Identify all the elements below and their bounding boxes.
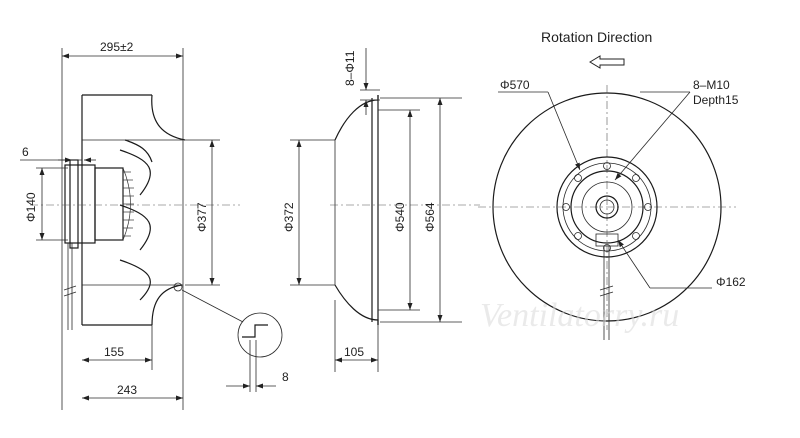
side-view: [20, 48, 283, 410]
detail-circle: [237, 312, 283, 358]
dim-inlet-outer-diameter: Φ564: [423, 202, 437, 232]
dim-pcd: Φ540: [393, 202, 407, 232]
rotation-arrow-icon: [589, 55, 625, 69]
dim-mounting-holes: 8–Φ11: [343, 50, 357, 86]
dim-outer-diameter: Φ570: [500, 78, 530, 92]
dim-flange: 6: [22, 145, 29, 159]
rotation-direction-label: Rotation Direction: [541, 29, 652, 45]
dim-motor-diameter: Φ140: [24, 192, 38, 222]
dim-depth-243: 243: [117, 383, 137, 397]
watermark: Ventilatorry.ru: [480, 297, 679, 334]
front-view: [478, 55, 736, 340]
dim-overall-width: 295±2: [100, 40, 134, 54]
dim-inlet-inner-diameter: Φ372: [282, 202, 296, 232]
dim-threads: 8–M10: [693, 78, 730, 92]
dim-inlet-depth: 105: [344, 345, 364, 359]
dim-thread-depth: Depth15: [693, 93, 739, 107]
inlet-ring-view: [290, 48, 480, 372]
dim-impeller-diameter: Φ377: [195, 202, 209, 232]
dim-detail-8: 8: [282, 370, 289, 384]
dim-depth-155: 155: [104, 345, 124, 359]
dim-hub-diameter: Φ162: [716, 275, 746, 289]
